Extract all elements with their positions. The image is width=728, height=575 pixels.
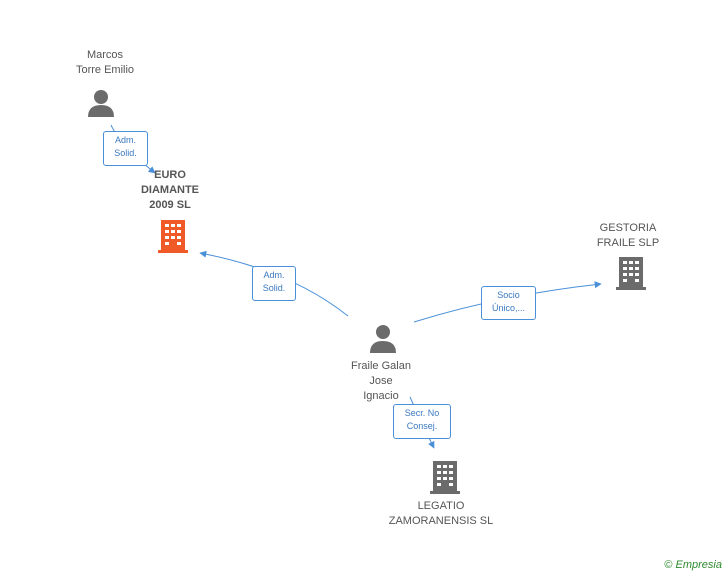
company-label-legatio[interactable]: LEGATIO ZAMORANENSIS SL <box>388 500 494 527</box>
building-icon <box>430 461 460 494</box>
person-icon <box>370 325 396 353</box>
company-label-gestoria[interactable]: GESTORIA FRAILE SLP <box>596 222 660 249</box>
copyright-symbol: © <box>664 559 673 571</box>
company-label-euro-diamante[interactable]: EURO DIAMANTE 2009 SL <box>140 169 200 211</box>
building-icon-main <box>158 220 188 253</box>
brand-name: Empresia <box>675 559 722 571</box>
empresia-logo: ©Empresia <box>664 559 722 571</box>
person-label-marcos[interactable]: Marcos Torre Emilio <box>75 49 135 76</box>
edge-label-fraile-legatio: Secr. No Consej. <box>393 404 451 439</box>
edge-label-marcos-euro: Adm. Solid. <box>103 131 148 166</box>
edge-label-fraile-gestoria: Socio Único,... <box>481 286 536 320</box>
person-label-fraile[interactable]: Fraile Galan Jose Ignacio <box>351 360 411 402</box>
edge-label-fraile-euro: Adm. Solid. <box>252 266 296 301</box>
person-icon <box>88 90 114 117</box>
building-icon <box>616 257 646 290</box>
